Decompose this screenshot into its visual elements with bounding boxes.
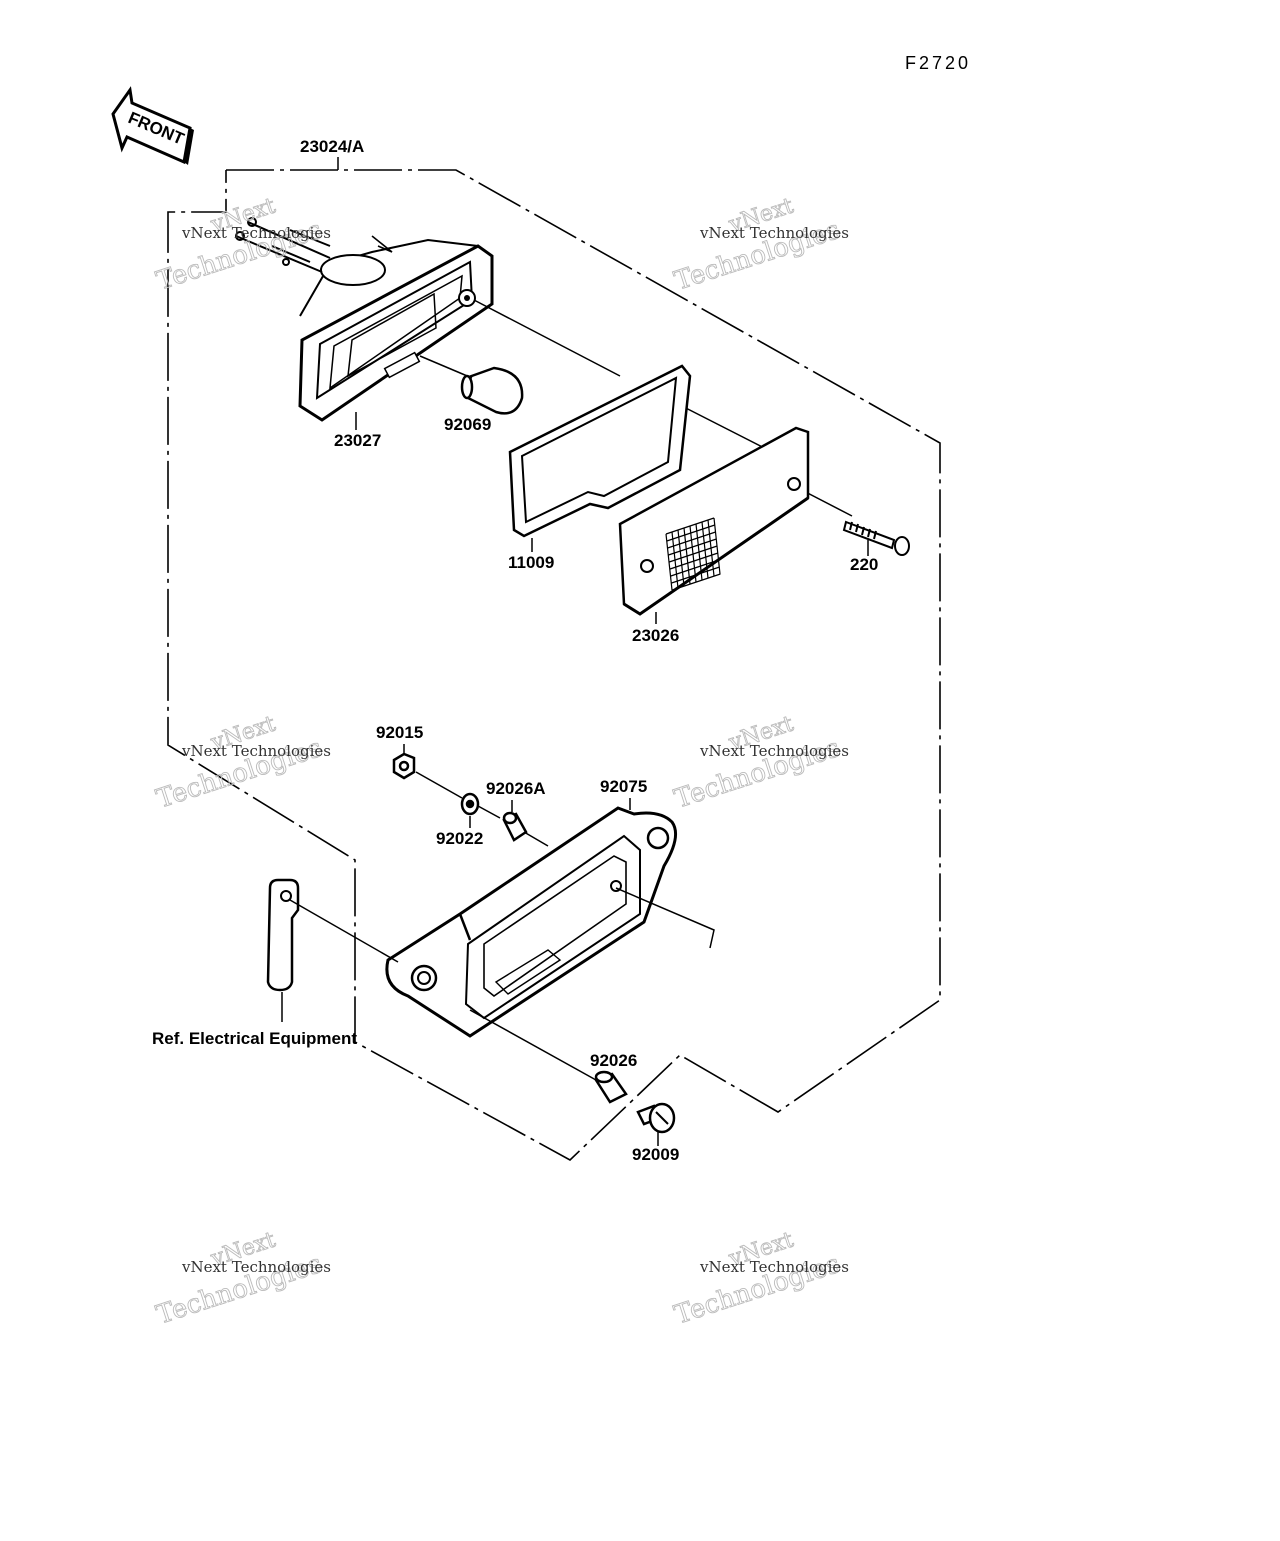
part-label-assembly: 23024/A <box>300 137 364 156</box>
lens-grid-line <box>669 545 718 563</box>
nut-part <box>392 752 416 780</box>
part-label-screw: 220 <box>850 555 878 574</box>
lens-grid-line <box>670 559 719 577</box>
assembly-boundary <box>167 169 941 1161</box>
screw-part <box>842 520 910 556</box>
part-label-nut: 92015 <box>376 723 423 742</box>
lens-grid-line <box>671 566 720 584</box>
lens-part <box>618 426 810 616</box>
watermark-line-small: vNext Technologies <box>181 1258 331 1276</box>
bolt-part <box>636 1102 676 1134</box>
lens-grid-line <box>665 517 715 535</box>
part-label-collar: 92026 <box>590 1051 637 1070</box>
gasket-part <box>508 364 692 538</box>
reference-note: Ref. Electrical Equipment <box>152 1029 357 1048</box>
watermark-line-small: vNext Technologies <box>699 1258 849 1276</box>
break-mark-lower <box>615 887 715 949</box>
collar-part <box>594 1070 628 1104</box>
lens-grid-line <box>667 531 716 549</box>
lens-grid-line <box>666 524 715 542</box>
lens-grid-line <box>672 573 721 591</box>
front-arrow-icon: FRONT <box>111 86 194 165</box>
housing-part <box>298 238 494 422</box>
part-label-bolt: 92009 <box>632 1145 679 1164</box>
bracket-part <box>385 806 678 1038</box>
leader-lines-mid <box>415 771 549 847</box>
part-label-housing: 23027 <box>334 431 381 450</box>
leader-collar <box>469 1009 597 1081</box>
break-mark <box>371 235 393 253</box>
washer-part <box>460 792 480 816</box>
bulb-part <box>460 366 524 415</box>
lens-grid-line <box>668 538 717 556</box>
part-label-gasket: 11009 <box>508 553 554 572</box>
watermark-line-small: vNext Technologies <box>181 742 331 760</box>
part-label-lens: 23026 <box>632 626 679 645</box>
lens-grid-line <box>665 533 673 591</box>
diagram-id: F2720 <box>905 53 971 73</box>
wire-leads <box>235 217 331 273</box>
part-label-washer: 92022 <box>436 829 483 848</box>
part-label-collar-a: 92026A <box>486 779 546 798</box>
watermark-line-small: vNext Technologies <box>699 224 849 242</box>
lens-grid-line <box>669 552 719 570</box>
part-label-bracket: 92075 <box>600 777 647 796</box>
watermark-line-small: vNext Technologies <box>699 742 849 760</box>
collar-a-part <box>502 811 528 842</box>
reflector-ref-part <box>266 878 300 992</box>
part-label-bulb: 92069 <box>444 415 491 434</box>
watermark-line-small: vNext Technologies <box>181 224 331 242</box>
